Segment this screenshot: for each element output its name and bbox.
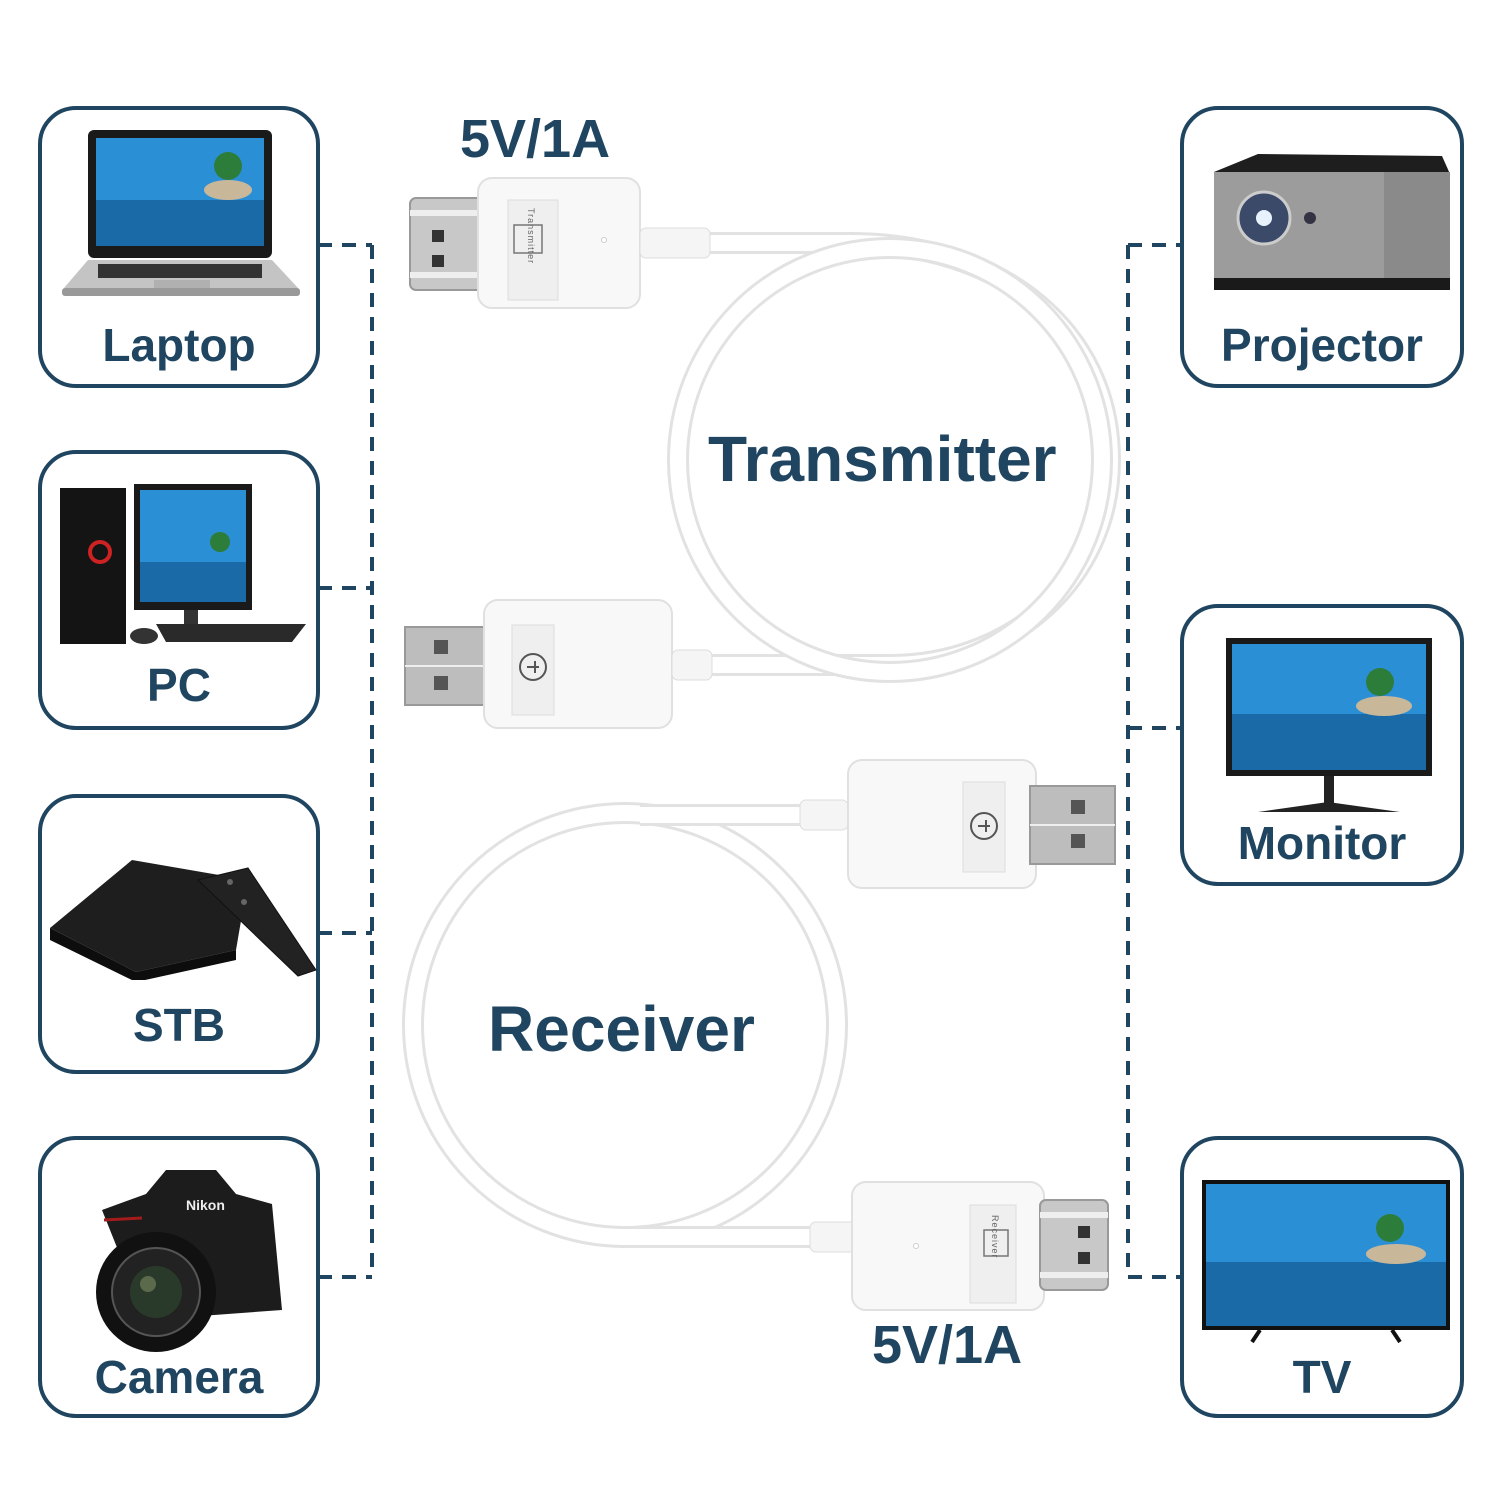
receiver-module-text: Receiver — [990, 1215, 1000, 1259]
power-plug-icon — [970, 812, 998, 840]
receiver-power-label: 5V/1A — [872, 1315, 1023, 1375]
transmitter-title: Transmitter — [708, 423, 1057, 495]
svg-text:Nikon: Nikon — [186, 1197, 225, 1213]
projector-icon — [1214, 154, 1450, 290]
usb-plug-icon — [1029, 785, 1116, 865]
device-label: Laptop — [102, 319, 256, 371]
usb-plug-icon — [404, 626, 491, 706]
transmitter-hdmi-module — [409, 177, 711, 309]
device-card-monitor: Monitor — [1180, 604, 1464, 886]
receiver-title: Receiver — [488, 993, 755, 1065]
device-label: STB — [133, 999, 225, 1051]
device-label: Projector — [1221, 319, 1423, 371]
transmitter-module-text: Transmitter — [526, 208, 536, 265]
device-card-pc: PC — [38, 450, 320, 730]
hdmi-plug-icon — [409, 197, 491, 291]
power-plug-icon — [519, 653, 547, 681]
monitor-icon — [1226, 638, 1432, 812]
receiver-usb-module — [799, 759, 1116, 889]
transmitter-usb-module — [404, 599, 713, 729]
set-top-box-icon — [50, 860, 317, 980]
device-card-projector: Projector — [1180, 106, 1464, 388]
device-card-laptop: Laptop — [38, 106, 320, 388]
device-label: Camera — [94, 1351, 264, 1403]
tv-icon — [1202, 1180, 1450, 1344]
device-label: TV — [1292, 1351, 1352, 1403]
desktop-pc-icon — [60, 484, 306, 644]
device-label: PC — [147, 659, 211, 711]
device-label: Monitor — [1237, 817, 1407, 869]
camera-icon: Nikon — [96, 1170, 282, 1352]
device-card-stb: STB — [38, 794, 320, 1074]
transmitter-loop — [667, 237, 1113, 683]
hdmi-plug-icon — [1039, 1199, 1109, 1291]
transmitter-power-label: 5V/1A — [460, 109, 611, 169]
receiver-hdmi-module — [809, 1181, 1109, 1311]
device-card-camera: Nikon Camera — [38, 1136, 320, 1418]
laptop-icon — [62, 130, 300, 296]
device-card-tv: TV — [1180, 1136, 1464, 1418]
